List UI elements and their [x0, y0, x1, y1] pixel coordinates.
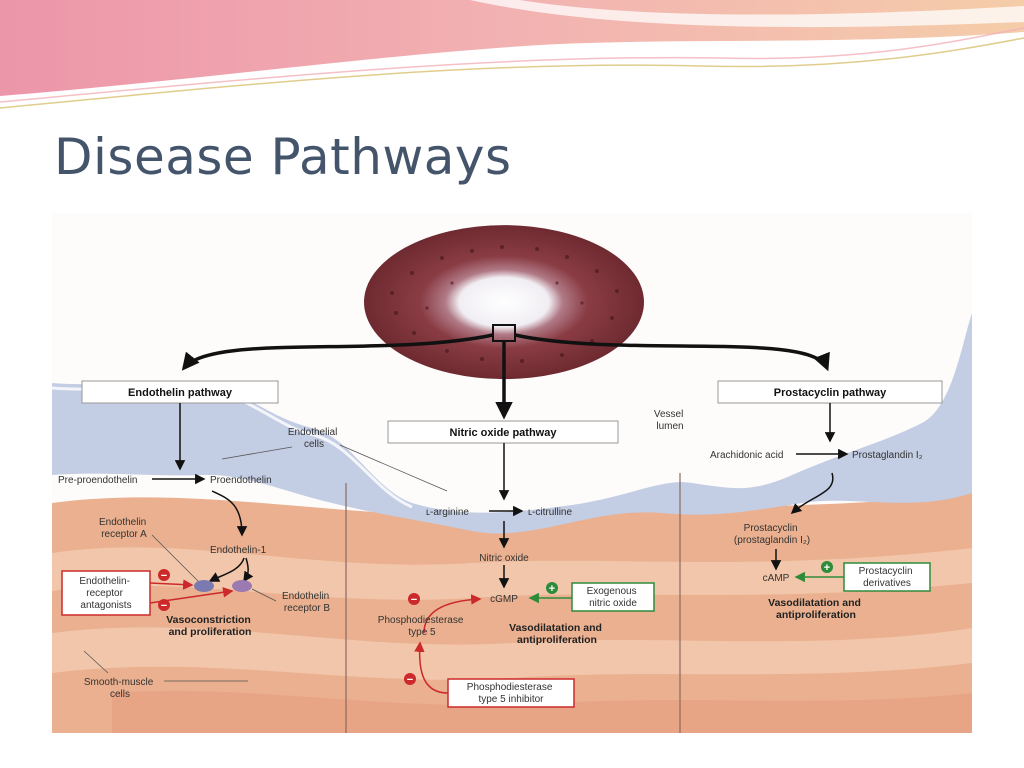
svg-text:+: + — [549, 583, 555, 595]
vasodilatation-pc-label: Vasodilatation and antiproliferation — [768, 597, 864, 621]
minus-badge-antagonist-a: − — [158, 569, 170, 582]
arrow-to-endothelin — [181, 333, 494, 371]
nitric-oxide-label: Nitric oxide — [479, 553, 529, 564]
endothelial-layer — [52, 313, 972, 534]
vessel-wall-texture — [390, 245, 619, 363]
vessel-lumen-label: Vessel lumen — [654, 409, 686, 432]
endothelin-1-label: Endothelin-1 — [210, 545, 267, 556]
leader-receptor-a — [151, 534, 201, 584]
leader-receptor-b — [251, 588, 277, 602]
header-swoosh-highlight — [470, 0, 1024, 28]
camp-label: cAMP — [763, 573, 790, 584]
plus-badge-derivatives: + — [821, 561, 833, 574]
arrow-pde5-to-cgmp — [423, 594, 482, 634]
leader-endothelial-left — [221, 446, 293, 460]
minus-badge-antagonist-b: − — [158, 599, 170, 612]
proendothelin-label: Proendothelin — [210, 475, 272, 486]
header-line-2 — [0, 27, 1024, 103]
prostacyclin-derivatives-label: Prostacyclin derivatives — [859, 566, 916, 589]
l-arginine-label: ʟ-arginine — [426, 507, 469, 518]
endothelin-receptor-b-label: Endothelin receptor B — [282, 591, 332, 614]
slide-title: Disease Pathways — [54, 128, 512, 186]
prostacyclin-label: Prostacyclin (prostaglandin I₂) — [734, 523, 810, 546]
receptor-a-shape — [194, 580, 214, 592]
arrow-to-prostacyclin — [514, 333, 830, 372]
endothelin-receptor-antagonists-label: Endothelin- receptor antagonists — [79, 576, 132, 611]
exogenous-nitric-oxide-label: Exogenous nitric oxide — [587, 586, 640, 609]
smooth-muscle-band-2 — [52, 627, 972, 680]
svg-text:−: − — [411, 594, 417, 606]
l-citrulline-label: ʟ-citrulline — [528, 507, 572, 518]
arrow-to-endothelin-1 — [211, 490, 248, 537]
svg-text:−: − — [161, 570, 167, 582]
smooth-muscle-band-3 — [112, 690, 972, 733]
svg-text:−: − — [161, 600, 167, 612]
smooth-muscle-band-1 — [52, 547, 972, 600]
arrow-to-receptor-b — [243, 557, 254, 583]
leader-endothelial-right — [339, 444, 448, 492]
smooth-muscle-cells-label: Smooth-muscle cells — [84, 677, 156, 700]
cgmp-label: cGMP — [490, 594, 518, 605]
header-decoration — [0, 0, 1024, 109]
svg-text:+: + — [824, 562, 830, 574]
pre-proendothelin-label: Pre-proendothelin — [58, 475, 138, 486]
vasoconstriction-label: Vasoconstriction and proliferation — [166, 614, 254, 638]
endothelin-pathway-label: Endothelin pathway — [128, 387, 233, 399]
endothelial-cells-label: Endothelial cells — [288, 427, 340, 450]
endothelin-receptor-a-label: Endothelin receptor A — [99, 517, 149, 540]
nitric-oxide-pathway-box: Nitric oxide pathway — [387, 420, 619, 444]
prostaglandin-i2-label: Prostaglandin I₂ — [852, 450, 923, 461]
exogenous-nitric-oxide-box: Exogenous nitric oxide — [571, 582, 655, 612]
minus-badge-inhibitor: − — [404, 673, 416, 686]
endothelin-receptor-antagonists-box: Endothelin- receptor antagonists — [61, 570, 151, 616]
header-line-1 — [0, 37, 1024, 109]
prostacyclin-pathway-box: Prostacyclin pathway — [717, 380, 943, 404]
arrow-to-prostacyclin — [790, 472, 834, 515]
prostacyclin-derivatives-box: Prostacyclin derivatives — [843, 562, 931, 592]
plus-badge-exogenous: + — [546, 582, 558, 595]
pathway-diagram: Endothelin pathway Nitric oxide pathway … — [52, 213, 972, 733]
vasodilatation-no-label: Vasodilatation and antiproliferation — [509, 622, 605, 646]
vessel-wall-section — [364, 225, 644, 380]
prostacyclin-pathway-label: Prostacyclin pathway — [774, 387, 887, 399]
minus-badge-pde5: − — [408, 593, 420, 606]
endothelin-pathway-box: Endothelin pathway — [81, 380, 279, 404]
phosphodiesterase-type5-label: Phosphodiesterase type 5 — [378, 615, 466, 638]
pde5-inhibitor-label: Phosphodiesterase type 5 inhibitor — [467, 682, 555, 705]
svg-text:−: − — [407, 674, 413, 686]
receptor-b-shape — [232, 580, 252, 592]
pde5-inhibitor-box: Phosphodiesterase type 5 inhibitor — [447, 678, 575, 708]
arachidonic-acid-label: Arachidonic acid — [710, 450, 783, 461]
arrow-inhibitor-to-pde5 — [414, 641, 449, 694]
arrow-antagonist-a — [149, 579, 194, 590]
nitric-oxide-pathway-label: Nitric oxide pathway — [450, 427, 558, 439]
arrow-to-receptor-a — [208, 557, 245, 582]
leader-smooth-muscle-1 — [83, 650, 109, 674]
